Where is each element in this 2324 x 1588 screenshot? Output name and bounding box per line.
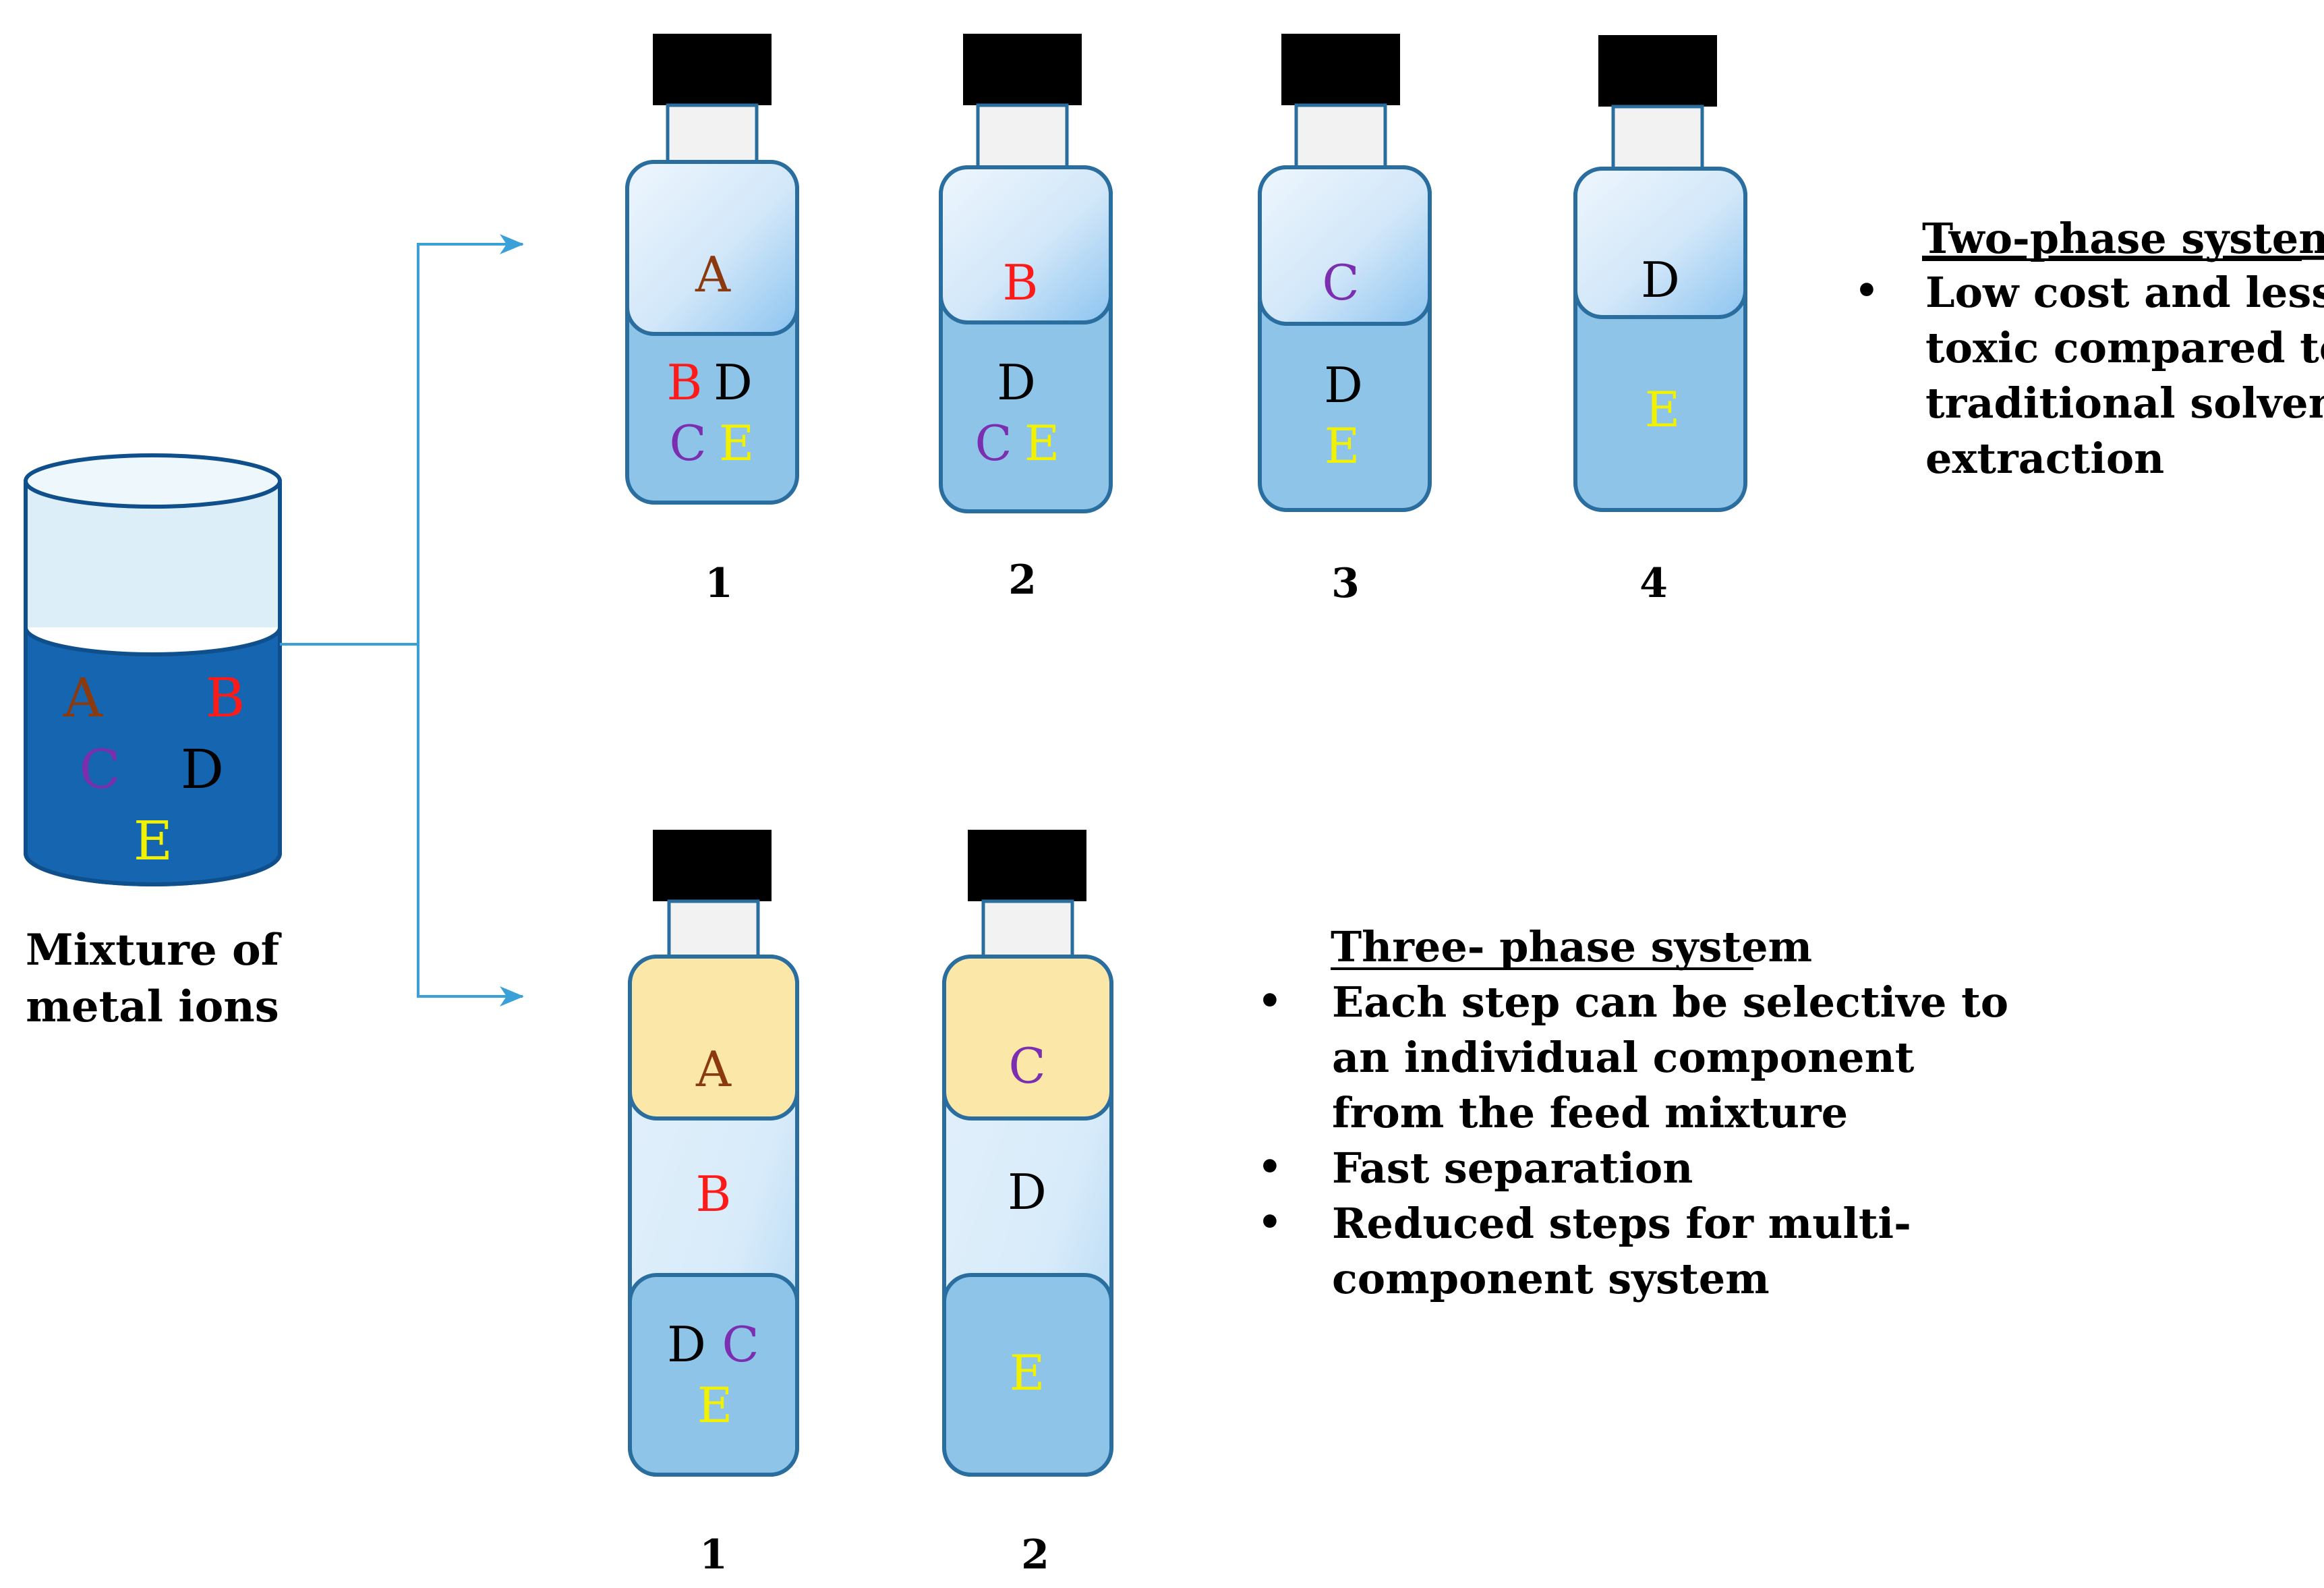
three-phase-bullet-1-line-1: Each step can be selective to bbox=[1332, 977, 2008, 1027]
beaker-rim bbox=[24, 453, 282, 509]
vial-letter-top: C bbox=[1008, 1038, 1045, 1094]
two-phase-vial-3-number: 3 bbox=[1331, 560, 1360, 607]
three-phase-bullet-1-marker: • bbox=[1258, 979, 1282, 1023]
vial-cap bbox=[1281, 34, 1400, 105]
three-phase-vial-2-number: 2 bbox=[1021, 1531, 1049, 1579]
vial-letter-b: B bbox=[667, 354, 703, 411]
vial-letter-c: C bbox=[722, 1316, 759, 1373]
three-phase-vial-2: C D E bbox=[942, 830, 1113, 1477]
vial-letter-d: D bbox=[667, 1316, 706, 1373]
vial-bottom-phase bbox=[628, 1273, 799, 1477]
vial-letter-c: C bbox=[669, 415, 706, 472]
beaker-label-line-1: Mixture of bbox=[26, 925, 282, 975]
two-phase-vial-2-number: 2 bbox=[1008, 557, 1037, 604]
two-phase-vial-4: D E bbox=[1573, 35, 1747, 512]
vial-top-phase bbox=[628, 955, 799, 1121]
vial-bottom-phase bbox=[942, 1273, 1113, 1477]
vial-neck bbox=[667, 899, 760, 959]
beaker-letter-d: D bbox=[181, 738, 224, 801]
vial-cap bbox=[1598, 35, 1717, 107]
two-phase-bullet-line-4: extraction bbox=[1925, 434, 2164, 483]
vial-letter-top: C bbox=[1322, 254, 1359, 311]
three-phase-bullet-2-marker: • bbox=[1258, 1145, 1282, 1189]
beaker-letter-a: A bbox=[63, 667, 103, 729]
beaker-letter-c: C bbox=[79, 738, 120, 801]
vial-letter-e: E bbox=[1325, 418, 1360, 474]
vial-letter-e: E bbox=[1024, 415, 1060, 472]
vial-neck bbox=[1611, 105, 1704, 171]
two-phase-bullet-line-3: traditional solvent bbox=[1925, 378, 2324, 428]
vial-upper-phase bbox=[1258, 165, 1432, 326]
beaker-letter-e: E bbox=[134, 810, 173, 872]
vial-letter-e: E bbox=[1645, 381, 1681, 438]
two-phase-vial-2: B D C E bbox=[939, 34, 1113, 513]
vial-top-phase bbox=[942, 955, 1113, 1121]
two-phase-bullet-line-1: Low cost and less bbox=[1925, 268, 2324, 317]
branch-connector bbox=[280, 244, 419, 996]
vial-upper-phase bbox=[1573, 167, 1747, 319]
three-phase-bullet-1-line-2: an individual component bbox=[1332, 1033, 1915, 1082]
vial-letter-e: E bbox=[719, 415, 755, 472]
two-phase-heading: Two-phase system bbox=[1922, 214, 2324, 263]
vial-upper-phase bbox=[939, 165, 1113, 324]
vial-letter-top: B bbox=[1003, 254, 1039, 311]
vial-neck bbox=[981, 899, 1074, 959]
two-phase-vial-1-number: 1 bbox=[705, 560, 733, 607]
vial-cap bbox=[653, 34, 772, 105]
vial-neck bbox=[1294, 103, 1387, 169]
three-phase-bullet-3-marker: • bbox=[1258, 1200, 1282, 1245]
three-phase-bullet-2-line-1: Fast separation bbox=[1332, 1143, 1693, 1193]
three-phase-bullet-1-line-3: from the feed mixture bbox=[1332, 1088, 1848, 1137]
vial-neck bbox=[976, 103, 1069, 169]
beaker-letter-b: B bbox=[206, 667, 245, 729]
vial-cap bbox=[963, 34, 1082, 105]
three-phase-bullet-3-line-2: component system bbox=[1332, 1254, 1770, 1303]
two-phase-vial-3: C D E bbox=[1258, 34, 1432, 512]
beaker-mixture: A B C D E bbox=[24, 453, 282, 886]
vial-cap bbox=[653, 830, 772, 901]
vial-letter-d: D bbox=[1324, 357, 1363, 414]
vial-letter-d: D bbox=[714, 354, 753, 411]
vial-letter-top: A bbox=[695, 1041, 732, 1098]
vial-letter-middle: B bbox=[696, 1166, 732, 1222]
vial-letter-d: D bbox=[997, 354, 1036, 411]
vial-letter-top: D bbox=[1641, 252, 1680, 308]
vial-letter-top: A bbox=[695, 246, 731, 303]
vial-letter-e: E bbox=[1010, 1344, 1045, 1401]
vial-letter-c: C bbox=[975, 415, 1012, 472]
two-phase-vial-1: A B D C E bbox=[625, 34, 799, 505]
beaker-body-top bbox=[26, 482, 280, 627]
vial-cap bbox=[968, 830, 1086, 901]
three-phase-vial-1: A B D C E bbox=[628, 830, 799, 1477]
three-phase-bullet-3-line-1: Reduced steps for multi- bbox=[1332, 1199, 1911, 1248]
beaker-label-line-2: metal ions bbox=[26, 982, 279, 1032]
vial-letter-middle: D bbox=[1008, 1164, 1047, 1220]
vial-upper-phase bbox=[625, 160, 799, 336]
two-phase-vial-4-number: 4 bbox=[1639, 560, 1668, 607]
vial-letter-e: E bbox=[697, 1377, 733, 1434]
two-phase-bullet-line-2: toxic compared to bbox=[1925, 323, 2324, 372]
two-phase-bullet-marker: • bbox=[1855, 268, 1879, 313]
three-phase-heading: Three- phase system bbox=[1331, 922, 1812, 971]
three-phase-vial-1-number: 1 bbox=[699, 1531, 728, 1579]
beaker-outline bbox=[24, 482, 282, 886]
vial-neck bbox=[666, 103, 759, 164]
